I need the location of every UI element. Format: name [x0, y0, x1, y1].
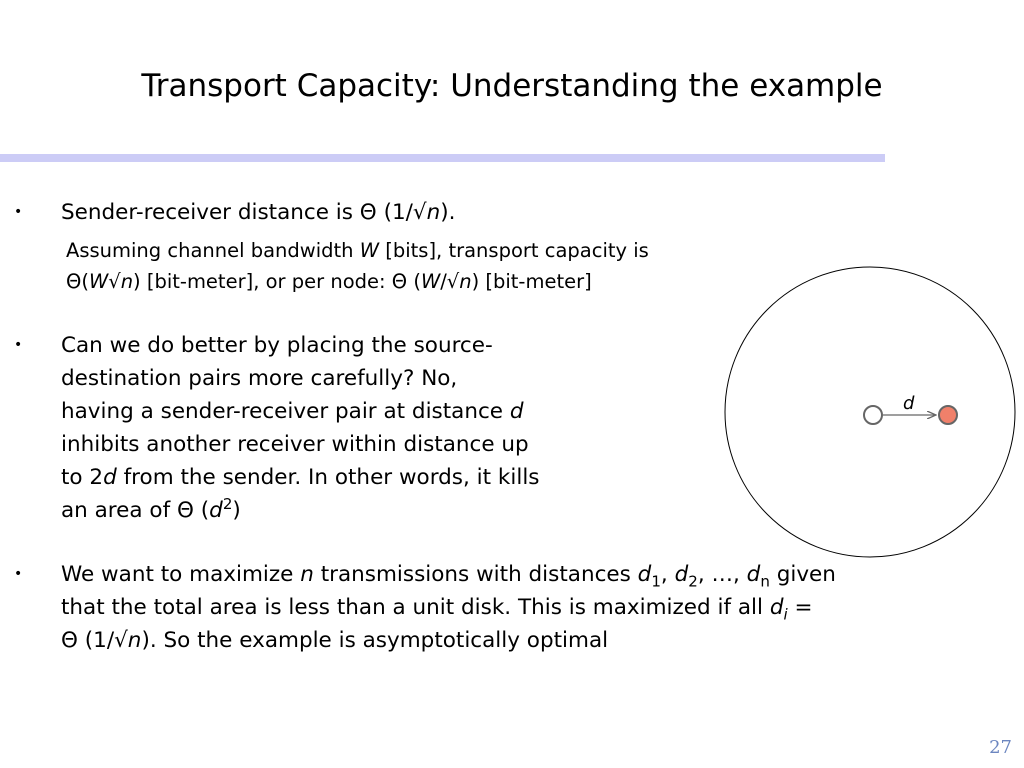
- bullet-marker: •: [14, 566, 23, 582]
- bullet-marker: •: [14, 337, 23, 353]
- text-run: , …,: [697, 562, 747, 587]
- bullet-maximization: We want to maximize n transmissions with…: [61, 558, 836, 657]
- text-run: ). So the example is asymptotically opti…: [141, 628, 609, 653]
- bullet-placement-argument: Can we do better by placing the source- …: [61, 329, 540, 527]
- variable-d: d: [769, 595, 784, 620]
- text-run: (: [407, 270, 421, 293]
- text-run: (1/√: [376, 200, 427, 225]
- subscript-n: n: [760, 572, 770, 591]
- text-run: ) [bit-meter]: [471, 270, 592, 293]
- distance-label: d: [903, 393, 915, 414]
- variable-n: n: [127, 628, 142, 653]
- text-run: ): [232, 498, 241, 523]
- variable-i: i: [783, 605, 788, 624]
- text-run: (: [193, 498, 210, 523]
- subscript-2: 2: [688, 572, 698, 591]
- bullet-line: Can we do better by placing the source-: [61, 333, 493, 358]
- page-number: 27: [989, 737, 1012, 758]
- variable-d: d: [637, 562, 652, 587]
- text-run: to 2: [61, 465, 104, 490]
- variable-d: d: [746, 562, 761, 587]
- bullet-line: an area of Θ (d2): [61, 494, 540, 527]
- text-run: that the total area is less than a unit …: [61, 595, 770, 620]
- text-run: ) [bit-meter], or per node:: [133, 270, 392, 293]
- sender-node: [863, 405, 883, 425]
- bullet-line: Θ (1/√n). So the example is asymptotical…: [61, 624, 836, 657]
- subscript-i: i: [783, 605, 787, 623]
- title-underline-bar: [0, 154, 885, 162]
- theta-symbol: Θ: [176, 498, 194, 523]
- variable-d: d: [674, 562, 689, 587]
- text-run: from the sender. In other words, it kill…: [116, 465, 540, 490]
- theta-symbol: Θ: [359, 200, 377, 225]
- text-run: We want to maximize: [61, 562, 301, 587]
- text-run: ,: [660, 562, 675, 587]
- bullet-line: that the total area is less than a unit …: [61, 591, 836, 624]
- theta-symbol: Θ: [66, 270, 82, 293]
- variable-n: n: [300, 562, 314, 587]
- receiver-node: [938, 405, 958, 425]
- sub-point-line-1: Assuming channel bandwidth W [bits], tra…: [66, 235, 649, 266]
- text-run: /√: [440, 270, 460, 293]
- theta-symbol: Θ: [61, 628, 78, 653]
- subscript-1: 1: [651, 572, 661, 591]
- text-run: √: [108, 270, 121, 293]
- text-run: ).: [440, 200, 456, 225]
- text-run: (: [81, 270, 89, 293]
- text-run: given: [769, 562, 836, 587]
- variable-n: n: [459, 270, 472, 293]
- variable-d: d: [103, 465, 117, 490]
- interference-disk-diagram: d: [724, 266, 1016, 558]
- bullet-line: having a sender-receiver pair at distanc…: [61, 395, 540, 428]
- text-run: Assuming channel bandwidth: [66, 239, 360, 262]
- bullet-marker: •: [14, 204, 23, 220]
- sub-point-transport-capacity: Assuming channel bandwidth W [bits], tra…: [66, 235, 649, 297]
- superscript-2: 2: [222, 494, 233, 513]
- bullet-line: destination pairs more carefully? No,: [61, 366, 458, 391]
- variable-n: n: [120, 270, 134, 293]
- variable-w: W: [88, 270, 109, 293]
- text-run: transmissions with distances: [313, 562, 638, 587]
- variable-d: d: [509, 399, 524, 424]
- text-run: having a sender-receiver pair at distanc…: [61, 399, 510, 424]
- variable-d: d: [209, 498, 223, 523]
- variable-w: W: [420, 270, 441, 293]
- text-run: an area of: [61, 498, 177, 523]
- variable-w: W: [359, 239, 380, 262]
- text-run: =: [787, 595, 813, 620]
- slide-title: Transport Capacity: Understanding the ex…: [141, 68, 883, 104]
- theta-symbol: Θ: [391, 270, 408, 293]
- sub-point-line-2: Θ(W√n) [bit-meter], or per node: Θ (W/√n…: [66, 266, 649, 297]
- bullet-line: We want to maximize n transmissions with…: [61, 558, 836, 591]
- text-run: (1/√: [77, 628, 128, 653]
- text-run: Sender-receiver distance is: [61, 200, 360, 225]
- variable-n: n: [426, 200, 441, 225]
- bullet-line: to 2d from the sender. In other words, i…: [61, 461, 540, 494]
- text-run: [bits], transport capacity is: [379, 239, 649, 262]
- bullet-line: inhibits another receiver within distanc…: [61, 432, 529, 457]
- bullet-sender-receiver-distance: Sender-receiver distance is Θ (1/√n).: [61, 196, 455, 229]
